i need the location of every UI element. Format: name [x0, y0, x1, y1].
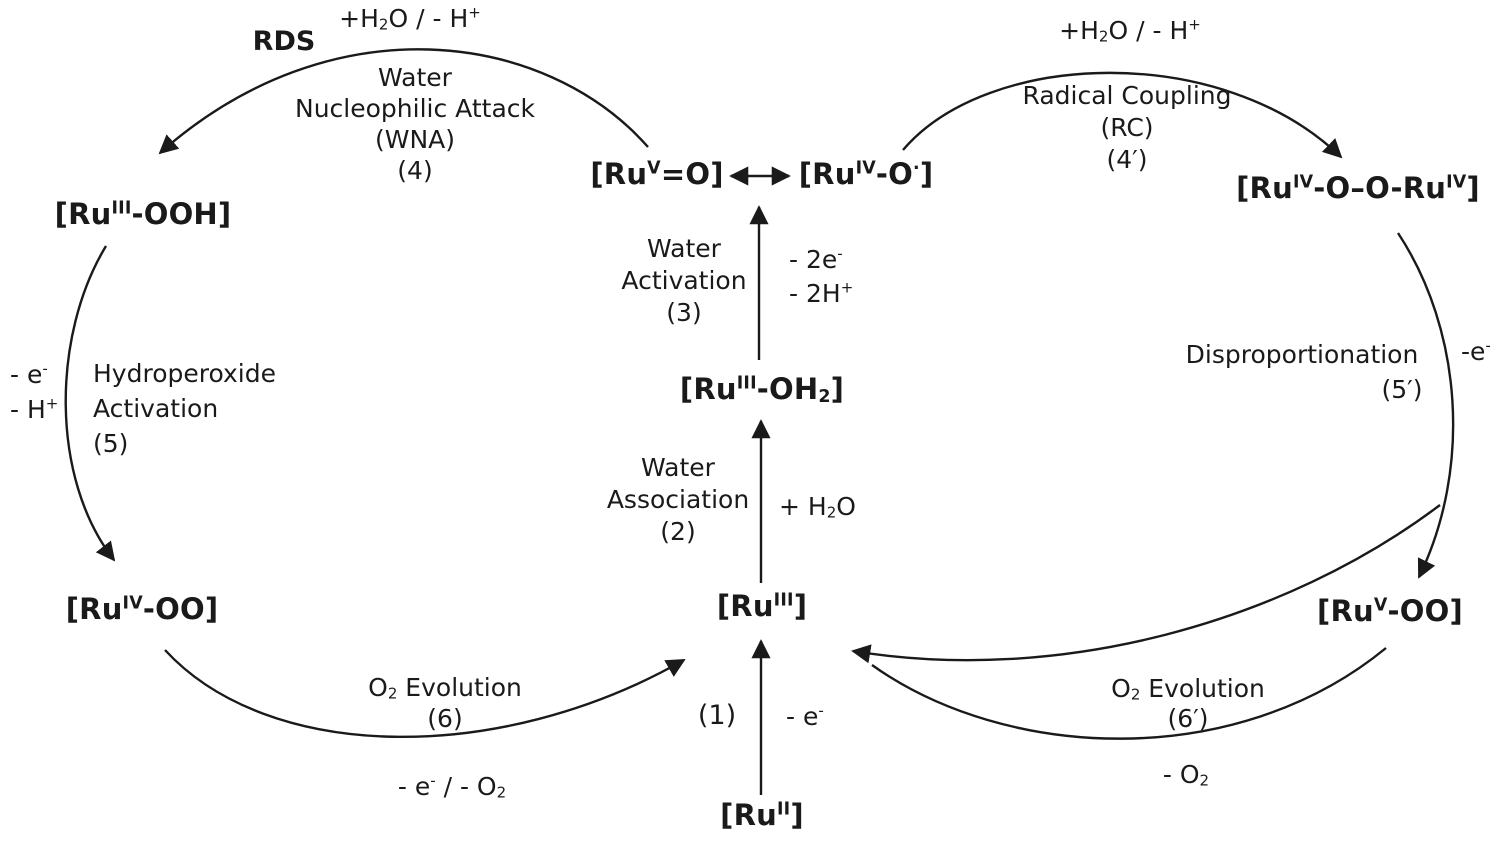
species-ru3-aqua: [RuIII-OH2]	[679, 372, 845, 408]
label-wna-conditions: +H2O / - H+	[339, 3, 481, 34]
label-minus-h-left: - H+	[10, 394, 59, 424]
label-minus-2h: - 2H+	[789, 278, 854, 308]
species-ru2: [RuII]	[720, 798, 804, 832]
label-water-activation-block: Water Activation (3)	[621, 233, 746, 329]
label-water-association-line2: Association	[606, 485, 750, 514]
label-o2-evolution-6-losses: - e- / - O2	[397, 771, 507, 802]
label-minus-e-right: -e-	[1461, 336, 1491, 366]
label-wna-line2: Nucleophilic Attack	[295, 94, 535, 123]
label-minus-2e: - 2e-	[789, 244, 843, 274]
arrow-o2-evolution-6	[164, 649, 686, 739]
label-hydroperoxide-block: Hydroperoxide Activation (5)	[93, 356, 276, 461]
label-wna-line4: (4)	[397, 156, 433, 185]
label-rc-line2: (RC)	[1100, 113, 1154, 142]
label-minus-e-bottom: - e-	[786, 701, 824, 731]
label-wna-line1: Water	[378, 63, 452, 92]
label-rc-conditions: +H2O / - H+	[1059, 15, 1201, 46]
label-water-association-line1: Water	[641, 453, 715, 482]
species-ru3: [RuIII]	[716, 589, 808, 623]
label-water-association-block: Water Association (2)	[607, 452, 749, 548]
label-water-activation-line2: Activation	[621, 266, 747, 295]
arrow-hydroperoxide-activation-5	[64, 245, 116, 562]
label-water-activation-line1: Water	[647, 234, 721, 263]
label-rc-block: Radical Coupling (RC) (4′)	[1023, 80, 1232, 176]
label-minus-e-left: - e-	[10, 359, 48, 389]
arrow-radical-coupling-4p	[902, 71, 1343, 159]
label-hydroperoxide-line1: Hydroperoxide	[93, 359, 276, 388]
label-wna-block: Water Nucleophilic Attack (WNA) (4)	[295, 62, 535, 186]
label-o2-evolution-6p-block: O2 Evolution (6′)	[1111, 674, 1265, 734]
arrow-wna-4	[158, 48, 649, 155]
species-ru4-oxyl-radical: [RuIV-O·]	[798, 157, 934, 191]
label-step-1: (1)	[697, 700, 737, 731]
label-plus-h2o: + H2O	[779, 492, 856, 522]
label-hydroperoxide-line2: Activation	[93, 394, 219, 423]
species-ru5-oxo: [RuV=O]	[590, 157, 724, 191]
label-o2-evolution-6p: O2 Evolution	[1111, 674, 1265, 704]
label-disproportionation-step: (5′)	[1381, 375, 1423, 404]
label-water-activation-line3: (3)	[666, 298, 702, 327]
species-ru3-hydroperoxide: [RuIII-OOH]	[54, 197, 232, 231]
species-ru5-peroxo: [RuV-OO]	[1317, 594, 1463, 628]
label-hydroperoxide-line3: (5)	[93, 429, 129, 458]
label-rds: RDS	[252, 26, 316, 57]
arrow-o2-evolution-6p	[871, 647, 1387, 740]
species-ru4-peroxo: [RuIV-OO]	[65, 592, 219, 626]
label-rc-line3: (4′)	[1106, 145, 1148, 174]
label-disproportionation: Disproportionation	[1185, 340, 1419, 369]
label-o2-evolution-6p-step: (6′)	[1167, 704, 1209, 733]
label-o2-evolution-6: O2 Evolution	[368, 673, 522, 703]
label-rc-line1: Radical Coupling	[1022, 81, 1232, 110]
arrow-disproportionation-branch	[851, 504, 1441, 664]
label-wna-line3: (WNA)	[374, 125, 456, 154]
label-water-activation-losses: - 2e- - 2H+	[789, 243, 853, 311]
label-o2-evolution-6-step: (6)	[427, 704, 463, 733]
label-hydroperoxide-losses: - e- - H+	[10, 357, 58, 427]
label-o2-evolution-6-block: O2 Evolution (6)	[368, 672, 522, 734]
species-ru4-peroxo-dimer: [RuIV-O–O-RuIV]	[1236, 171, 1480, 205]
arrow-disproportionation-5p	[1396, 232, 1455, 579]
label-water-association-line3: (2)	[660, 517, 696, 546]
label-minus-o2: - O2	[1162, 760, 1210, 790]
